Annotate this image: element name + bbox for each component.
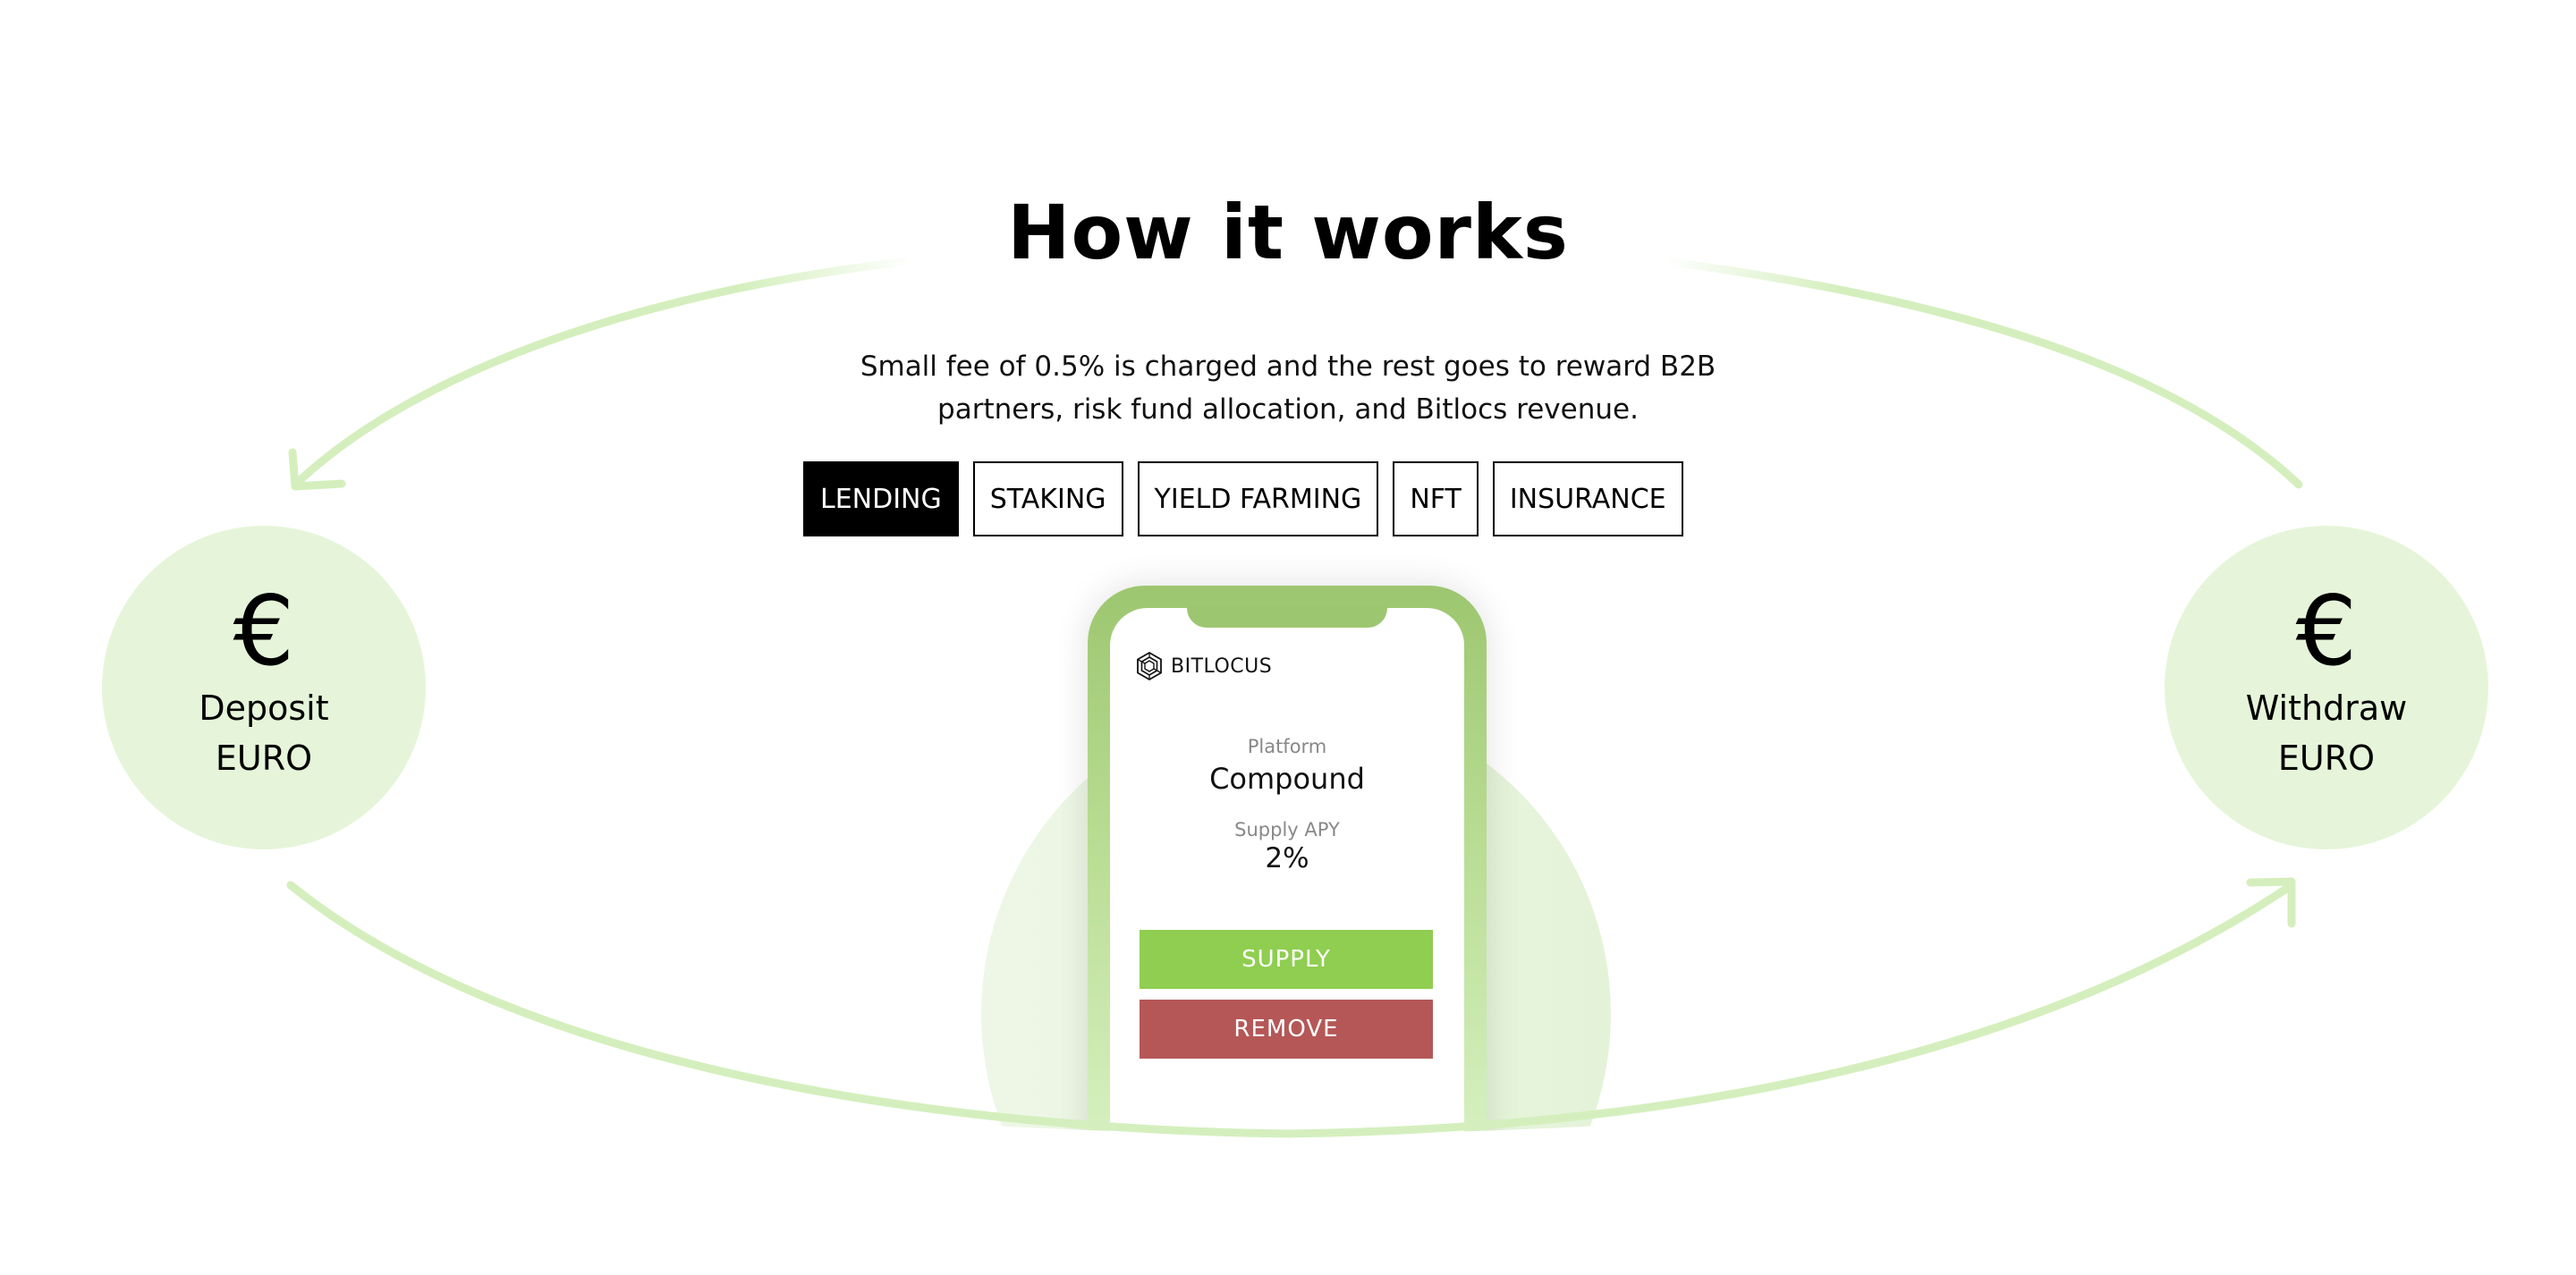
- tab-yield-farming[interactable]: YIELD FARMING: [1137, 461, 1379, 536]
- withdraw-label: Withdraw: [2245, 688, 2408, 728]
- withdraw-euro-step: € Withdraw EURO: [2165, 526, 2488, 849]
- deposit-currency: EURO: [215, 739, 313, 778]
- withdraw-currency: EURO: [2277, 739, 2376, 778]
- tab-lending[interactable]: LENDING: [803, 461, 959, 536]
- page-title: How it works: [1007, 189, 1569, 276]
- deposit-label: Deposit: [199, 688, 329, 728]
- subtitle-line-2: partners, risk fund allocation, and Bitl…: [937, 393, 1639, 426]
- deposit-euro-step: € Deposit EURO: [102, 526, 426, 849]
- euro-icon: €: [233, 576, 295, 688]
- tab-nft[interactable]: NFT: [1393, 461, 1479, 536]
- supply-button[interactable]: SUPPLY: [1140, 930, 1433, 989]
- brand-logo: BITLOCUS: [1135, 651, 1272, 681]
- page-subtitle: Small fee of 0.5% is charged and the res…: [805, 345, 1771, 431]
- platform-value: Compound: [1209, 762, 1365, 796]
- euro-icon: €: [2295, 576, 2358, 688]
- subtitle-line-1: Small fee of 0.5% is charged and the res…: [860, 350, 1716, 383]
- bitlocus-logo-icon: [1137, 651, 1162, 681]
- phone-screen: BITLOCUS Platform Compound Supply APY 2%…: [1110, 606, 1464, 1144]
- phone-mockup-container: BITLOCUS Platform Compound Supply APY 2%…: [1029, 536, 1547, 1144]
- phone-notch: [1187, 606, 1387, 628]
- phone-frame: BITLOCUS Platform Compound Supply APY 2%…: [1088, 586, 1487, 1144]
- tab-staking[interactable]: STAKING: [972, 461, 1123, 536]
- apy-value: 2%: [1265, 842, 1309, 874]
- remove-button[interactable]: REMOVE: [1140, 1000, 1433, 1059]
- brand-name: BITLOCUS: [1171, 654, 1273, 678]
- tab-insurance[interactable]: INSURANCE: [1492, 461, 1683, 536]
- apy-label: Supply APY: [1234, 819, 1340, 840]
- category-tabs: LENDING STAKING YIELD FARMING NFT INSURA…: [803, 461, 1683, 536]
- platform-label: Platform: [1247, 736, 1327, 757]
